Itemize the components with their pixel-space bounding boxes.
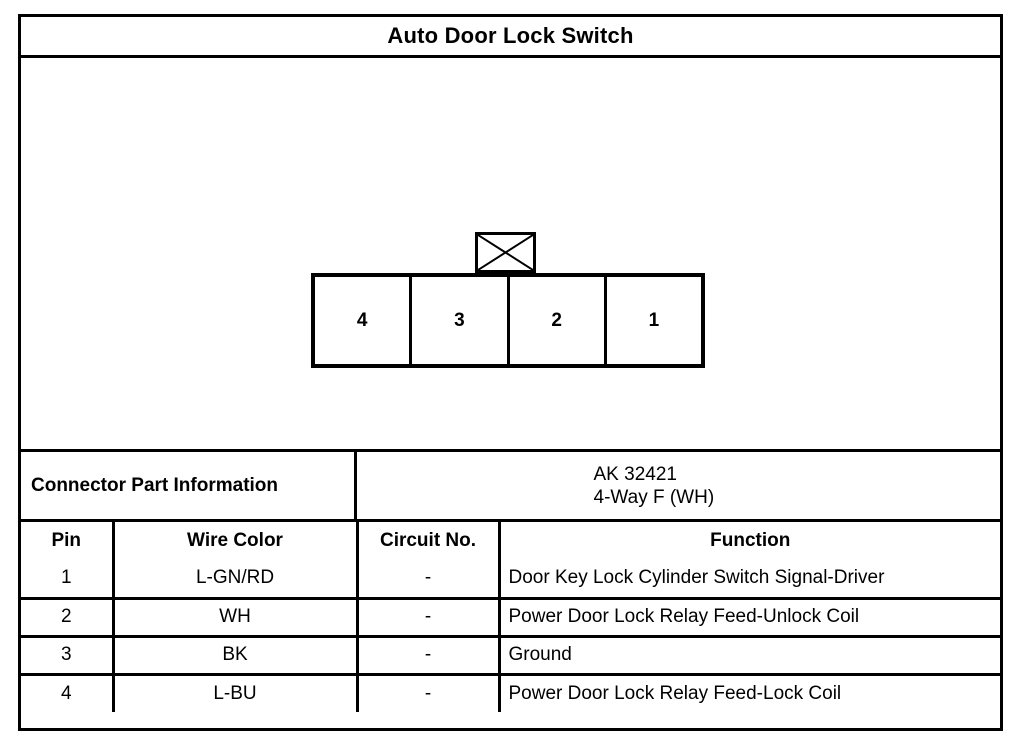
pin-table-header: Pin Wire Color Circuit No. Function	[21, 522, 1000, 560]
cell-function: Power Door Lock Relay Feed-Unlock Coil	[499, 598, 1000, 638]
column-header-circuit-no: Circuit No.	[357, 522, 501, 560]
cell-circuit-no: -	[357, 674, 501, 712]
table-row: 2 WH - Power Door Lock Relay Feed-Unlock…	[21, 598, 1000, 638]
connector-cell-label: 1	[648, 309, 660, 331]
column-header-function: Function	[710, 530, 791, 551]
connector-cell-4: 4	[315, 277, 413, 364]
cell-function: Power Door Lock Relay Feed-Lock Coil	[508, 682, 842, 704]
cell-circuit-no: -	[357, 560, 501, 600]
connector-cell-label: 2	[551, 309, 562, 331]
cell-wire-color: WH	[113, 598, 359, 638]
cell-circuit-no: -	[357, 598, 501, 638]
cell-pin: 1	[21, 560, 115, 600]
pin-table-body: 1 L-GN/RD - Door Key Lock Cylinder Switc…	[21, 560, 1000, 712]
cell-wire-color: BK	[113, 636, 359, 676]
table-row: 4 L-BU - Power Door Lock Relay Feed-Lock…	[21, 674, 1000, 712]
column-header-wire-color: Wire Color	[113, 522, 359, 560]
pin-table: Pin Wire Color Circuit No. Function 1 L-…	[21, 522, 1000, 712]
cell-function: Door Key Lock Cylinder Switch Signal-Dri…	[499, 560, 1000, 600]
connector-cell-1: 1	[607, 277, 701, 364]
cell-wire-color: L-BU	[113, 674, 359, 712]
connector-cell-2: 2	[510, 277, 607, 364]
connector-part-information-row: Connector Part Information AK 32421 4-Wa…	[21, 452, 1000, 522]
page-title: Auto Door Lock Switch	[387, 23, 634, 48]
connector-cell-3: 3	[412, 277, 510, 364]
table-header-row: Pin Wire Color Circuit No. Function	[21, 522, 1000, 560]
connector-part-number: AK 32421	[593, 463, 677, 485]
connector-part-information-label: Connector Part Information	[31, 474, 279, 496]
table-row: 1 L-GN/RD - Door Key Lock Cylinder Switc…	[21, 560, 1000, 600]
cell-pin: 2	[21, 598, 115, 638]
cell-function: Ground	[499, 636, 1000, 676]
x-cross-icon	[478, 235, 533, 270]
cell-pin: 4	[21, 674, 115, 712]
column-header-pin: Pin	[21, 522, 115, 560]
connector-cell-label: 3	[454, 309, 465, 331]
table-row: 3 BK - Ground	[21, 636, 1000, 676]
connector-part-description: 4-Way F (WH)	[593, 486, 715, 508]
diagram-sheet: Auto Door Lock Switch 4 3 2 1	[18, 14, 1003, 731]
keying-tab-icon	[475, 232, 536, 273]
cell-pin: 3	[21, 636, 115, 676]
connector-part-information-value-cell: AK 32421 4-Way F (WH)	[357, 452, 1000, 519]
connector-body: 4 3 2 1	[311, 273, 705, 368]
title-bar: Auto Door Lock Switch	[21, 17, 1000, 58]
connector-part-information-label-cell: Connector Part Information	[21, 452, 357, 519]
cell-circuit-no: -	[357, 636, 501, 676]
cell-wire-color: L-GN/RD	[113, 560, 359, 600]
connector-cell-label: 4	[356, 309, 368, 331]
connector-diagram-area: 4 3 2 1	[21, 58, 1000, 452]
